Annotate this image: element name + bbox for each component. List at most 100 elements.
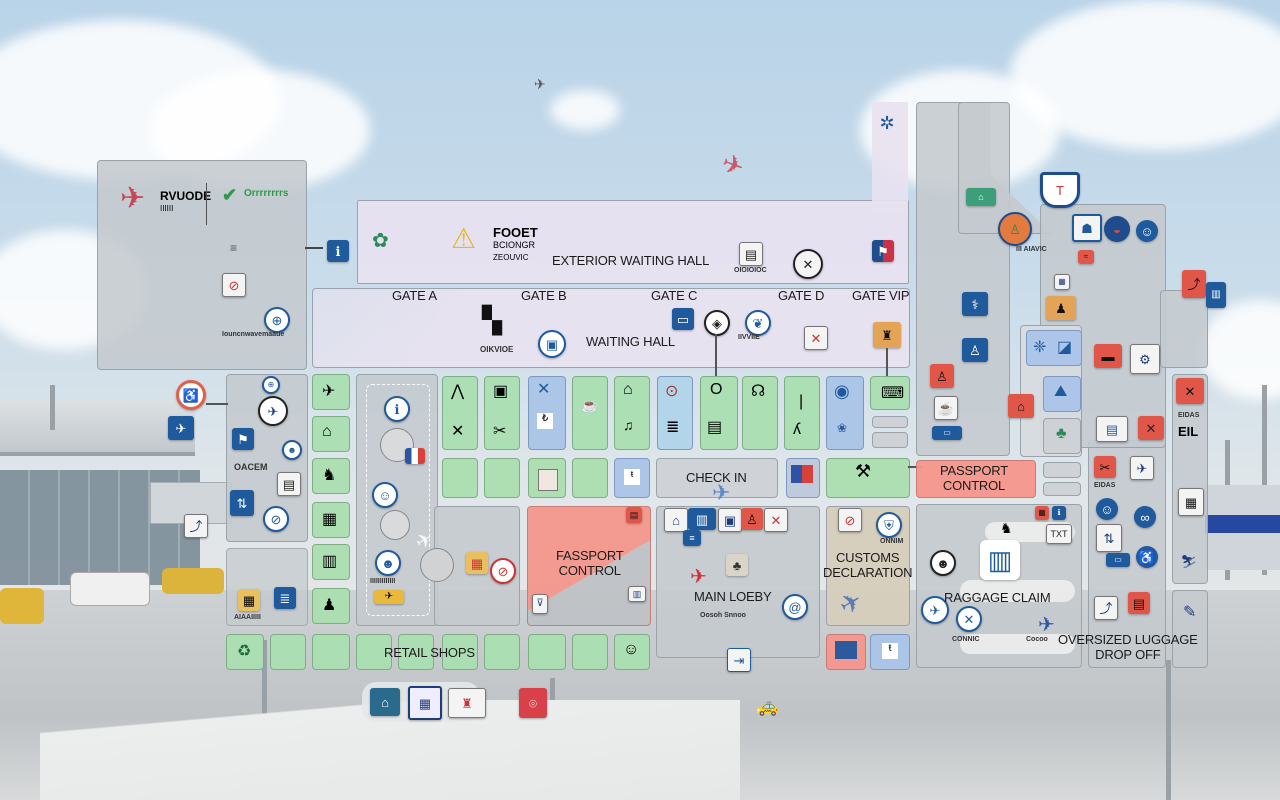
shop-unit[interactable] xyxy=(442,458,478,498)
sign-board-icon[interactable]: ⌂ xyxy=(966,188,996,206)
shelf-icon[interactable]: ▤ xyxy=(1128,592,1150,614)
shop-unit[interactable]: ▣✂ xyxy=(484,376,520,450)
service-unit[interactable]: ⛰ xyxy=(1043,376,1081,412)
luggage-icon[interactable]: ▥ xyxy=(980,540,1020,580)
walking-icon[interactable]: ♙ xyxy=(930,364,954,388)
airplane-icon[interactable]: ✈ xyxy=(258,396,288,426)
tools-icon[interactable]: ✕ xyxy=(793,249,823,279)
service-unit[interactable]: ŧ xyxy=(870,634,910,670)
accessibility-icon[interactable]: ♿ xyxy=(176,380,206,410)
no-tools-icon[interactable]: ✕ xyxy=(956,606,982,632)
person-icon[interactable]: ☗ xyxy=(1072,214,1102,242)
info-icon[interactable]: ℹ xyxy=(384,396,410,422)
no-entry-icon[interactable]: ✕ xyxy=(1138,416,1164,440)
walking-icon[interactable]: ♙ xyxy=(962,338,988,362)
shop-unit[interactable] xyxy=(312,634,350,670)
monitor-icon[interactable]: ▤ xyxy=(277,472,301,496)
screen-icon[interactable]: ▥ xyxy=(628,586,646,602)
house-icon[interactable]: ⌂ xyxy=(664,508,688,532)
service-unit[interactable]: ♣ xyxy=(1043,418,1081,454)
person-icon[interactable]: ♙ xyxy=(741,508,763,530)
shop-unit[interactable]: ♟ xyxy=(312,588,350,624)
small-counter[interactable] xyxy=(872,432,908,448)
shop-unit[interactable] xyxy=(398,634,434,670)
elevator-icon[interactable]: ▤ xyxy=(1096,416,1128,442)
flag-icon[interactable]: ⚑ xyxy=(872,240,894,262)
flag-icon[interactable] xyxy=(405,448,425,464)
shop-unit[interactable]: ✈ xyxy=(312,374,350,410)
calendar-icon[interactable]: ▦ xyxy=(1054,274,1070,290)
vip-sign-icon[interactable]: ♜ xyxy=(873,322,901,348)
flag-icon[interactable]: ▦ xyxy=(1035,506,1049,520)
info-board-icon[interactable]: ✈ xyxy=(168,416,194,440)
service-unit[interactable]: ❈◪ xyxy=(1026,330,1082,366)
globe-icon[interactable]: ⊕ xyxy=(262,376,280,394)
no-pets-icon[interactable]: ✂ xyxy=(1094,456,1116,478)
car-rental-icon[interactable]: ♜ xyxy=(448,688,486,718)
person-icon[interactable]: ☺ xyxy=(372,482,398,508)
map-icon[interactable]: ▦ xyxy=(238,589,260,611)
schedule-icon[interactable]: ▦ xyxy=(408,686,442,720)
exit-icon[interactable]: ⇥ xyxy=(727,648,751,672)
tree-icon[interactable]: ♣ xyxy=(726,554,748,576)
shield-icon[interactable]: T xyxy=(1040,172,1080,208)
wifi-icon[interactable]: @ xyxy=(782,594,808,620)
shop-unit[interactable] xyxy=(572,634,608,670)
service-unit[interactable]: ◉❀ xyxy=(826,376,864,450)
gate-b-label[interactable]: GATE B xyxy=(521,288,567,303)
escalator-icon[interactable]: ⤴ xyxy=(1094,596,1118,620)
nurse-icon[interactable]: ⚕ xyxy=(962,292,988,316)
qr-code-icon[interactable]: ▦ xyxy=(1178,488,1204,516)
elevator-icon[interactable]: ⇅ xyxy=(1096,524,1122,552)
location-pin-icon[interactable]: ◈ xyxy=(704,310,730,336)
escalator-icon[interactable]: ⤴ xyxy=(184,514,208,538)
shop-unit[interactable] xyxy=(572,458,608,498)
service-unit[interactable] xyxy=(786,458,820,498)
water-icon[interactable]: ≈ xyxy=(1078,250,1094,264)
shop-unit[interactable]: ☺ xyxy=(614,634,650,670)
service-unit[interactable] xyxy=(826,634,866,670)
no-entry-icon[interactable]: ⊘ xyxy=(490,558,516,584)
person-icon[interactable]: ☻ xyxy=(375,550,401,576)
shop-unit[interactable] xyxy=(528,634,566,670)
shop-unit[interactable]: ♞ xyxy=(312,458,350,494)
location-pin-icon[interactable]: ⌾ xyxy=(519,688,547,718)
right-narrow-column[interactable] xyxy=(1172,374,1208,584)
display-icon[interactable]: ▭ xyxy=(1106,553,1130,567)
globe-icon[interactable]: ⊕ xyxy=(264,307,290,333)
no-entry-icon[interactable]: ⊘ xyxy=(222,273,246,297)
elevator-icon[interactable]: ⇅ xyxy=(230,490,254,516)
no-entry-icon[interactable]: ⊘ xyxy=(838,508,862,532)
bus-icon[interactable]: ▣ xyxy=(538,330,566,358)
bed-icon[interactable]: ▬ xyxy=(1094,344,1122,368)
exterior-waiting-hall[interactable] xyxy=(357,200,909,284)
small-counter[interactable] xyxy=(1043,482,1081,496)
elevator-icon[interactable]: ▤ xyxy=(739,242,763,266)
person-icon[interactable]: ☺ xyxy=(1096,498,1118,520)
person-icon[interactable]: ♟ xyxy=(1046,296,1076,320)
security-icon[interactable]: ⛨ xyxy=(876,512,902,538)
monitor-icon[interactable]: ▣ xyxy=(718,508,742,532)
service-unit[interactable]: ŧ xyxy=(614,458,650,498)
flag-icon[interactable]: ⚑ xyxy=(232,428,254,450)
shop-unit[interactable]: ☊ xyxy=(742,376,778,450)
airplane-icon[interactable]: ✈ xyxy=(374,590,404,604)
person-icon[interactable]: ♙ xyxy=(998,212,1032,246)
sign-board-icon[interactable]: TXT xyxy=(1046,524,1072,544)
document-icon[interactable]: ▤ xyxy=(626,507,642,523)
shop-sign-icon[interactable]: ▦ xyxy=(466,552,488,574)
right-narrow-column[interactable] xyxy=(1172,590,1208,668)
no-smoking-icon[interactable]: ✕ xyxy=(764,508,788,532)
shop-unit[interactable]: |ʎ xyxy=(784,376,820,450)
shop-unit[interactable] xyxy=(484,634,520,670)
service-unit[interactable]: ✕₺ xyxy=(528,376,566,450)
shop-unit[interactable] xyxy=(442,634,478,670)
shop-unit[interactable]: ▥ xyxy=(312,544,350,580)
elevator-icon[interactable]: ⊽ xyxy=(532,594,548,614)
shop-unit[interactable]: ☕ xyxy=(572,376,608,450)
trolley-icon[interactable]: ⌂ xyxy=(1008,394,1034,418)
airplane-icon[interactable]: ✈ xyxy=(1130,456,1154,480)
shop-unit[interactable]: ⌂ xyxy=(312,416,350,452)
food-icon[interactable]: ◒ xyxy=(1104,216,1130,242)
shop-unit[interactable]: ⚒ xyxy=(826,458,910,498)
